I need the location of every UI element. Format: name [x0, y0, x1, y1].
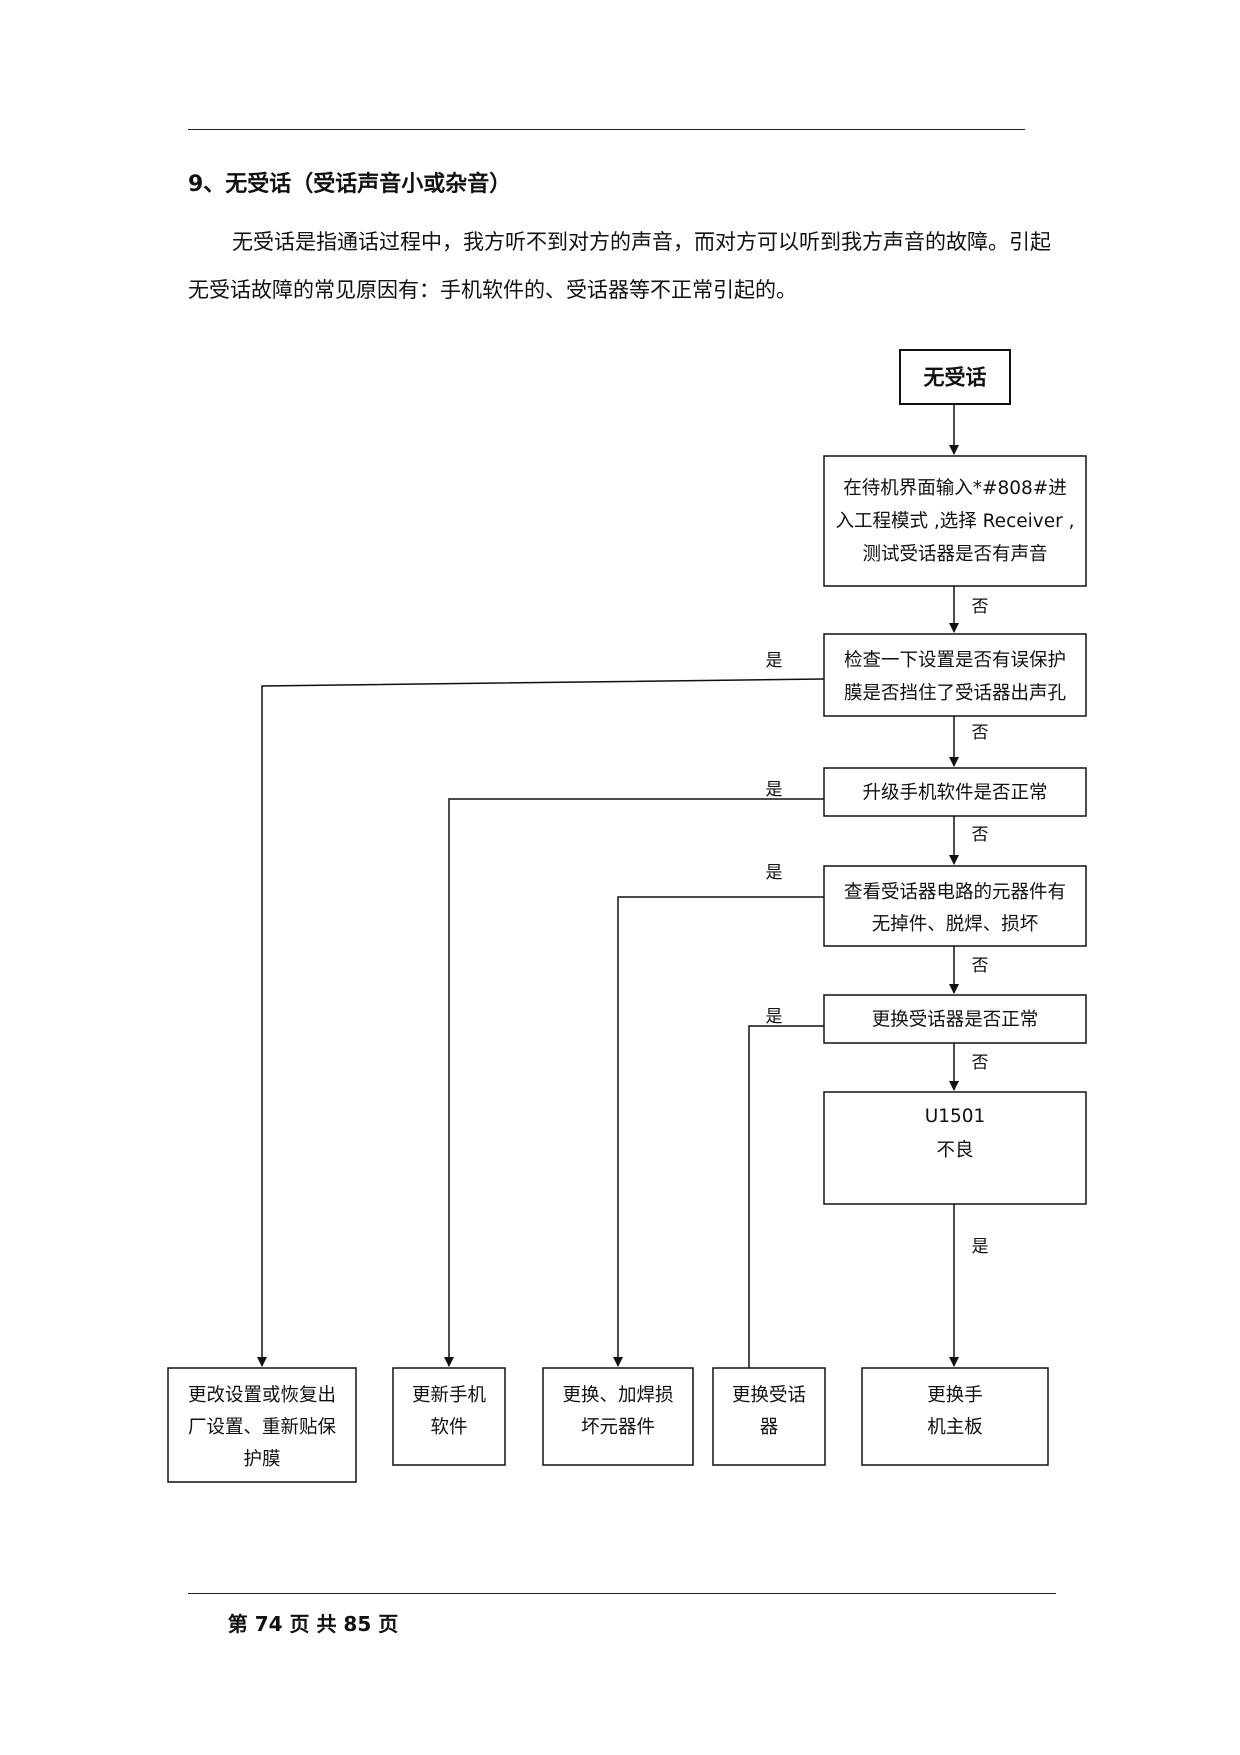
start-node-line-1: 无受话 — [924, 365, 987, 389]
edge-step-5-yes — [748, 1025, 824, 1368]
section-paragraph: 无受话是指通话过程中，我方听不到对方的声音，而对方可以听到我方声音的故障。引起无… — [188, 230, 1051, 302]
step-1-box-line-3: 测试受话器是否有声音 — [862, 544, 1047, 565]
header-rule — [188, 129, 1025, 130]
step-1-box-line-1: 在待机界面输入*#808#进 — [843, 478, 1067, 499]
edge-label-yes-1: 是 — [766, 651, 783, 671]
step-5-box: 更换受话器是否正常 — [823, 994, 1087, 1044]
outcome-3-box-line-1: 更换、加焊损 — [562, 1385, 673, 1406]
page-number: 第 74 页 共 85 页 — [227, 1612, 399, 1636]
edge-label-yes-3: 是 — [766, 863, 783, 883]
outcome-4-box-line-2: 器 — [760, 1417, 779, 1438]
outcome-2-box-line-2: 软件 — [430, 1417, 467, 1438]
step-6-box-line-1: U1501 — [925, 1106, 986, 1127]
start-node: 无受话 — [899, 349, 1011, 405]
outcome-5-box-line-1: 更换手 — [927, 1385, 983, 1406]
edge-label-no-3: 否 — [972, 825, 989, 845]
section-heading: 9、无受话（受话声音小或杂音） — [188, 172, 512, 197]
outcome-3-box-line-2: 坏元器件 — [581, 1417, 655, 1438]
step-4-box-line-1: 查看受话器电路的元器件有 — [844, 882, 1066, 903]
step-1-box-line-2: 入工程模式 ,选择 Receiver , — [836, 511, 1075, 532]
step-6-box: U1501 不良 — [823, 1091, 1087, 1205]
outcome-1-box-line-1: 更改设置或恢复出 — [188, 1385, 336, 1406]
step-3-box-line-1: 升级手机软件是否正常 — [862, 782, 1047, 803]
step-2-box-line-1: 检查一下设置是否有误保护 — [844, 650, 1066, 671]
edge-label-yes-5: 是 — [972, 1237, 989, 1257]
edge-label-no-1: 否 — [972, 597, 989, 617]
step-6-box-line-2: 不良 — [936, 1140, 973, 1161]
edge-step-4-yes — [613, 896, 824, 1367]
step-2-box-line-2: 膜是否挡住了受话器出声孔 — [844, 683, 1066, 704]
step-3-box: 升级手机软件是否正常 — [823, 767, 1087, 817]
edge-step-3-yes — [444, 798, 824, 1367]
edge-label-yes-4: 是 — [766, 1007, 783, 1027]
outcome-5-box-line-2: 机主板 — [927, 1417, 983, 1438]
footer-rule — [188, 1593, 1056, 1594]
outcome-4-box: 更换受话器 — [712, 1367, 826, 1466]
step-5-box-line-1: 更换受话器是否正常 — [872, 1009, 1039, 1030]
outcome-2-box-line-1: 更新手机 — [412, 1385, 487, 1406]
edge-label-yes-2: 是 — [766, 780, 783, 800]
edge-label-no-5: 否 — [972, 1053, 989, 1073]
edge-label-no-2: 否 — [972, 723, 989, 743]
edge-step-2-yes — [257, 678, 825, 1367]
outcome-1-box-line-3: 护膜 — [243, 1449, 280, 1470]
outcome-4-box-line-1: 更换受话 — [732, 1385, 806, 1406]
edge-label-no-4: 否 — [972, 956, 989, 976]
step-4-box-line-2: 无掉件、脱焊、损坏 — [872, 914, 1039, 935]
outcome-1-box-line-2: 厂设置、重新贴保 — [188, 1417, 337, 1438]
